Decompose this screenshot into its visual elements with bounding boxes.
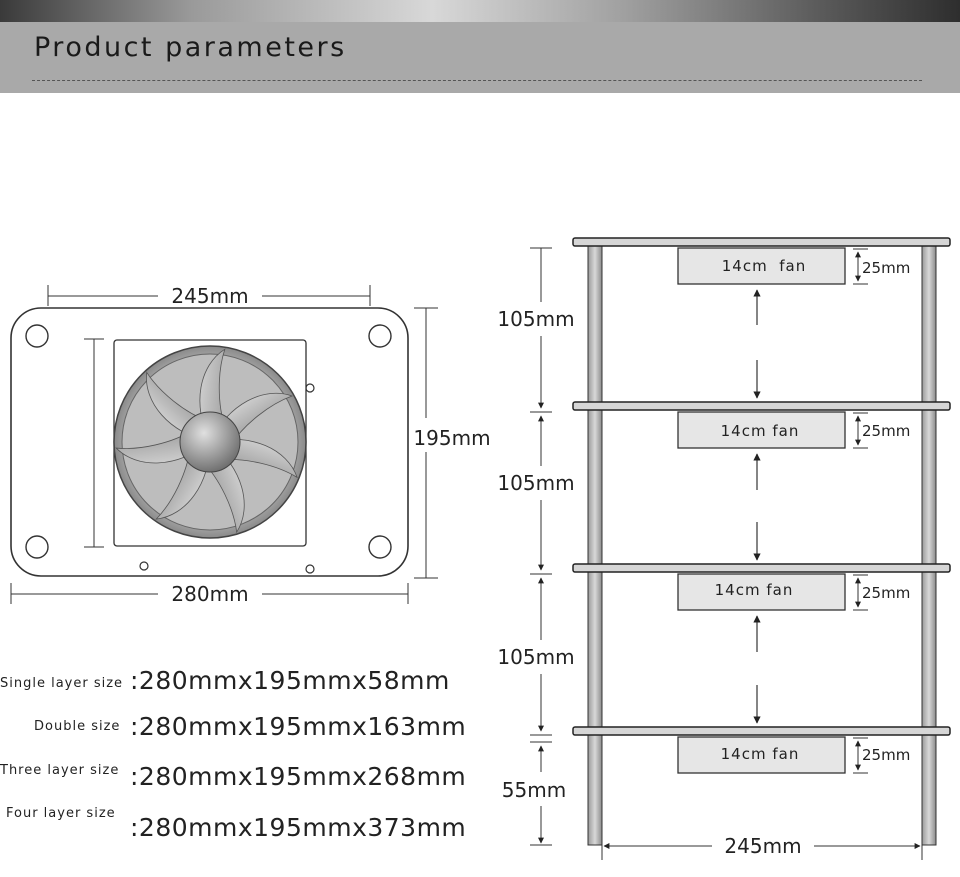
size-value: :280mmx195mmx268mm: [130, 762, 467, 791]
plate-bottom-label: 280mm: [171, 582, 248, 606]
rack-shelf: [572, 401, 951, 411]
size-label: Single layer size: [0, 676, 124, 691]
rack-shelf: [572, 726, 951, 736]
fan-plate-drawing: 245mm: [10, 284, 491, 606]
size-value: :280mmx195mmx163mm: [130, 712, 467, 741]
fan-box: [677, 573, 846, 611]
spacing-label: 105mm: [497, 307, 574, 331]
fan-box: [677, 736, 846, 774]
size-value: :280mmx195mmx373mm: [130, 813, 467, 842]
fan-icon: [113, 345, 307, 539]
rack-width-label: 245mm: [724, 834, 801, 858]
size-value: :280mmx195mmx58mm: [130, 666, 450, 695]
fan-label: 14cm fan: [721, 745, 800, 763]
spacing-label: 105mm: [497, 471, 574, 495]
top-gradient-bar: [0, 0, 960, 22]
fan-label: 14cm fan: [715, 581, 794, 599]
gap-label: 25mm: [862, 259, 910, 277]
size-label: Three layer size: [0, 763, 120, 778]
mount-hole-icon: [25, 535, 49, 559]
fan-label: 14cm fan: [722, 257, 806, 275]
spacing-label: 105mm: [497, 645, 574, 669]
rack-post-left: [587, 244, 603, 846]
size-label: Double size: [34, 719, 121, 734]
gap-label: 25mm: [862, 746, 910, 764]
section-header: Product parameters: [0, 22, 960, 93]
rack-post-right: [921, 244, 937, 846]
rack-shelf: [572, 563, 951, 573]
gap-label: 25mm: [862, 422, 910, 440]
header-divider: [32, 80, 922, 81]
rack-shelf: [572, 237, 951, 247]
plate-width-label: 245mm: [171, 284, 248, 308]
spacing-label: 55mm: [502, 778, 566, 802]
fan-box: [677, 247, 846, 285]
fan-label: 14cm fan: [721, 422, 800, 440]
gap-label: 25mm: [862, 584, 910, 602]
plate-height-label: 195mm: [413, 426, 490, 450]
mount-hole-icon: [368, 535, 392, 559]
size-label: Four layer size: [6, 806, 116, 821]
fan-box: [677, 411, 846, 449]
mount-hole-icon: [368, 324, 392, 348]
mount-hole-icon: [25, 324, 49, 348]
rack-drawing: 14cm fan 14cm fan 14cm fan 14cm fan 25mm…: [497, 237, 951, 860]
page-title: Product parameters: [34, 32, 347, 63]
